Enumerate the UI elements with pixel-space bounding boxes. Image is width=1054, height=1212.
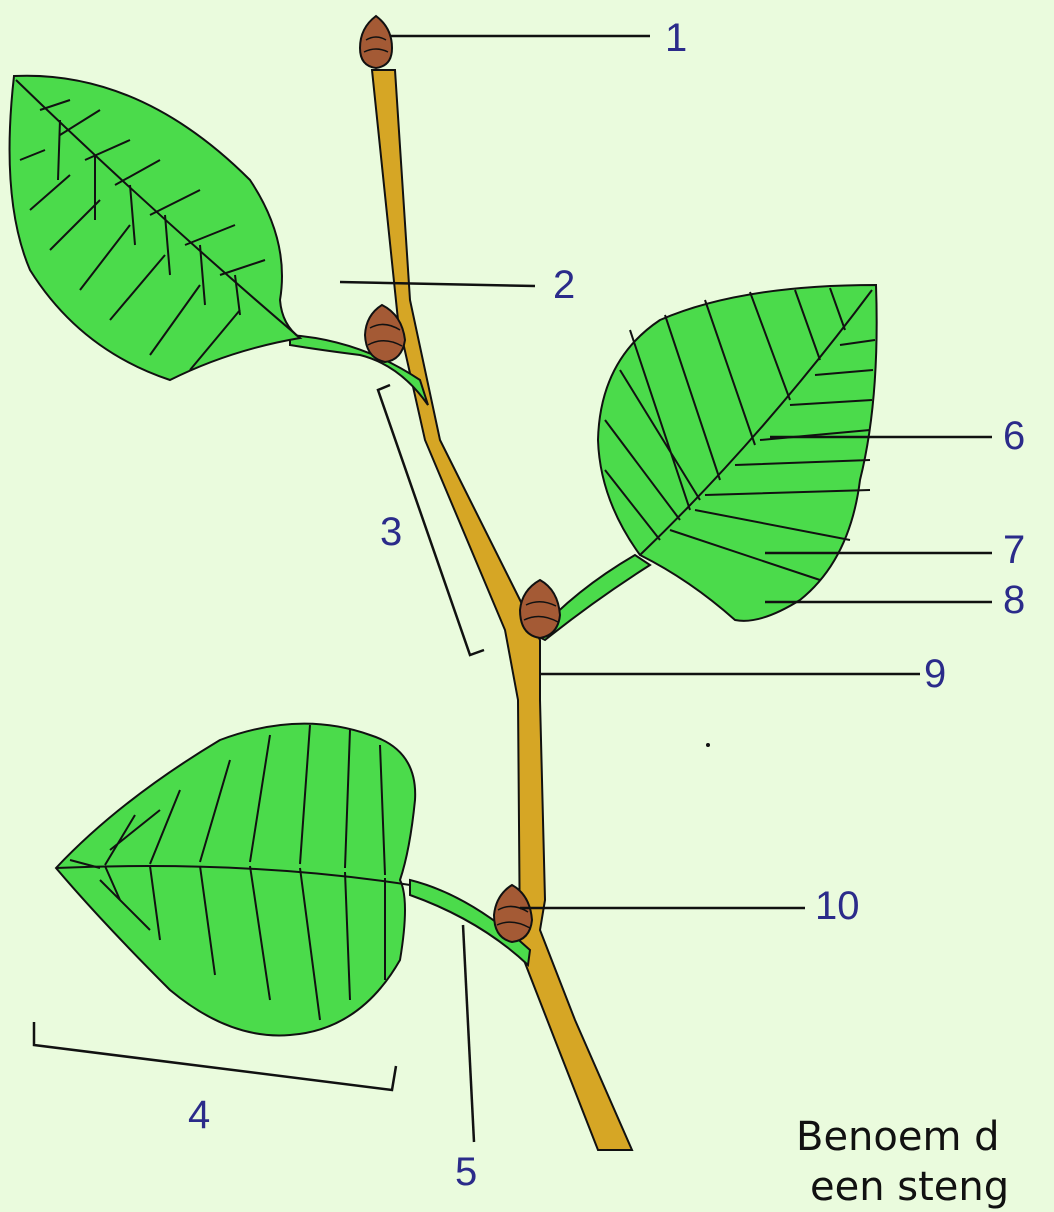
caption: Benoem d een steng bbox=[796, 1112, 1009, 1212]
label-6: 6 bbox=[1003, 416, 1025, 456]
terminal-bud bbox=[360, 16, 392, 68]
caption-line-2: een steng bbox=[796, 1162, 1009, 1212]
label-5: 5 bbox=[455, 1152, 477, 1192]
caption-line-1: Benoem d bbox=[796, 1112, 1009, 1162]
label-1: 1 bbox=[665, 18, 687, 58]
axillary-bud-middle bbox=[520, 580, 560, 638]
leader-line-5 bbox=[463, 925, 474, 1142]
label-10: 10 bbox=[815, 886, 860, 926]
leaf-lower bbox=[56, 724, 530, 1036]
bracket-4 bbox=[34, 1022, 396, 1090]
stray-dot bbox=[706, 743, 710, 747]
label-4: 4 bbox=[188, 1095, 210, 1135]
label-9: 9 bbox=[924, 654, 946, 694]
stem bbox=[372, 70, 632, 1150]
label-7: 7 bbox=[1003, 530, 1025, 570]
label-8: 8 bbox=[1003, 580, 1025, 620]
leader-line-2 bbox=[340, 282, 535, 286]
leaf-upper-left bbox=[10, 76, 428, 405]
leaf-right bbox=[535, 285, 877, 640]
label-2: 2 bbox=[553, 265, 575, 305]
label-3: 3 bbox=[380, 512, 402, 552]
